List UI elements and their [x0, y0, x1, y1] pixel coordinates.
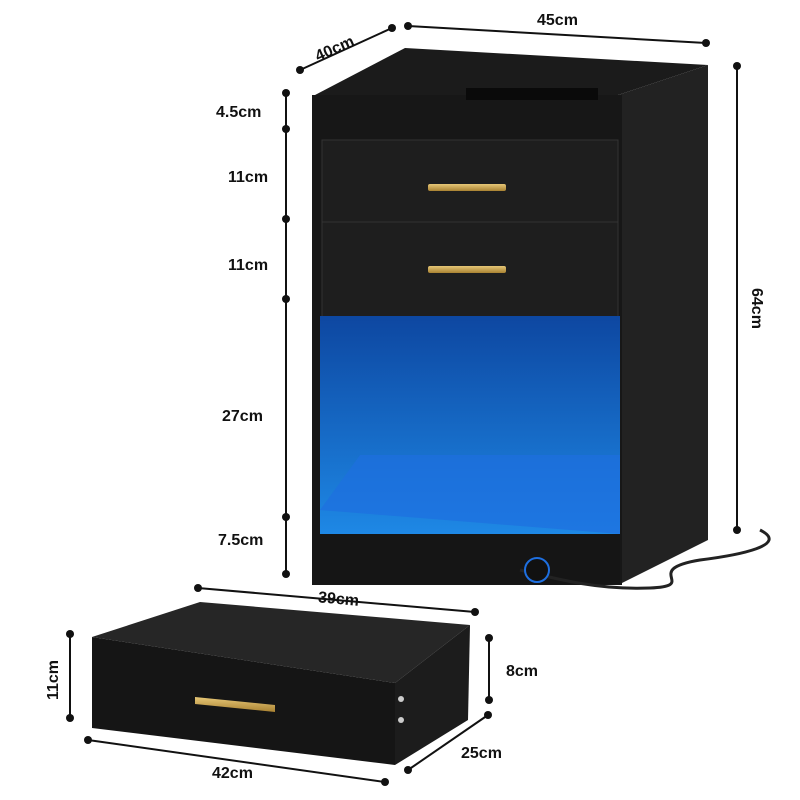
drawer-side	[395, 625, 470, 765]
label-top-ledge: 4.5cm	[216, 104, 261, 121]
nightstand	[312, 48, 771, 590]
label-drawer-inner-height: 8cm	[506, 663, 538, 680]
label-width-top: 45cm	[537, 12, 578, 29]
drawer-2-handle	[428, 266, 506, 273]
label-total-height: 64cm	[748, 288, 765, 329]
cabinet-top	[315, 48, 708, 95]
charging-pad	[466, 88, 598, 100]
label-drawer-width: 42cm	[212, 765, 253, 782]
label-open-shelf: 27cm	[222, 408, 263, 425]
label-drawer-height: 11cm	[45, 660, 62, 700]
drawer-2	[321, 221, 619, 319]
drawer-interior	[92, 602, 470, 683]
label-drawer-depth: 39cm	[317, 589, 359, 610]
power-plug	[524, 557, 550, 583]
drawer-handle	[195, 697, 275, 712]
cabinet-side	[618, 65, 708, 585]
removed-drawer	[92, 602, 470, 765]
label-drawer-inner-width: 25cm	[461, 745, 502, 762]
power-cord	[519, 528, 771, 590]
drawer-1-handle	[428, 184, 506, 191]
dimension-lines	[69, 25, 738, 783]
dimension-markers	[66, 22, 741, 786]
label-drawer1: 11cm	[228, 169, 268, 186]
label-drawer2: 11cm	[228, 257, 268, 274]
drawer-front	[92, 637, 395, 765]
label-base: 7.5cm	[218, 532, 263, 549]
label-depth-top: 40cm	[313, 33, 357, 65]
cabinet-base	[320, 534, 620, 584]
